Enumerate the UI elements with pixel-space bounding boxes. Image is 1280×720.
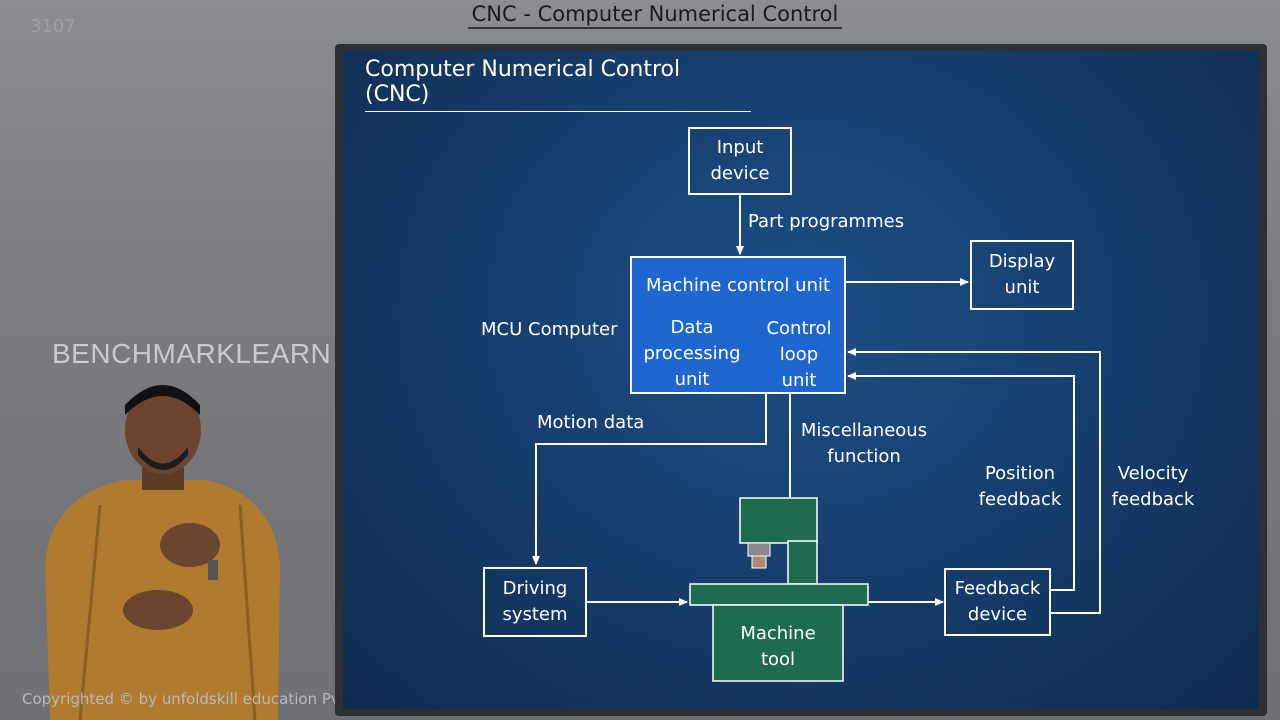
diagram-screen: Computer Numerical Control (CNC) bbox=[343, 51, 1259, 709]
velocity-feedback-arrow bbox=[847, 348, 1101, 614]
control-loop-unit: Control loop unit bbox=[766, 318, 832, 392]
page-title-text: CNC - Computer Numerical Control bbox=[467, 2, 843, 29]
input-device-box: Input device bbox=[688, 127, 792, 195]
position-feedback-arrow bbox=[847, 372, 1075, 591]
part-programmes-label: Part programmes bbox=[748, 211, 905, 232]
presenter-figure bbox=[45, 385, 280, 720]
brand-watermark: BENCHMARKLEARN bbox=[52, 338, 332, 369]
motion-data-arrow bbox=[532, 394, 767, 565]
position-feedback-label: Position feedback bbox=[978, 463, 1062, 511]
data-processing-unit: Data processing unit bbox=[643, 317, 741, 391]
machine-control-unit bbox=[630, 256, 846, 394]
copyright-notice: Copyrighted © by unfoldskill education P… bbox=[22, 690, 384, 708]
mcu-title: Machine control unit bbox=[645, 275, 831, 296]
machine-tool-graphic bbox=[689, 497, 869, 682]
feedback-device-box: Feedback device bbox=[944, 568, 1051, 636]
slide-counter: 3107 bbox=[30, 16, 76, 37]
machine-tool-label: Machine tool bbox=[740, 623, 816, 671]
diagram-title: Computer Numerical Control (CNC) bbox=[365, 57, 751, 112]
driving-system-box: Driving system bbox=[483, 567, 587, 637]
mcu-computer-label: MCU Computer bbox=[481, 319, 618, 340]
velocity-feedback-label: Velocity feedback bbox=[1111, 463, 1195, 511]
display-unit-box: Display unit bbox=[970, 240, 1074, 310]
motion-data-label: Motion data bbox=[537, 412, 645, 433]
slide-panel: Computer Numerical Control (CNC) bbox=[335, 44, 1267, 716]
misc-function-label: Miscellaneous function bbox=[800, 420, 928, 468]
page-title: CNC - Computer Numerical Control bbox=[0, 2, 1280, 29]
